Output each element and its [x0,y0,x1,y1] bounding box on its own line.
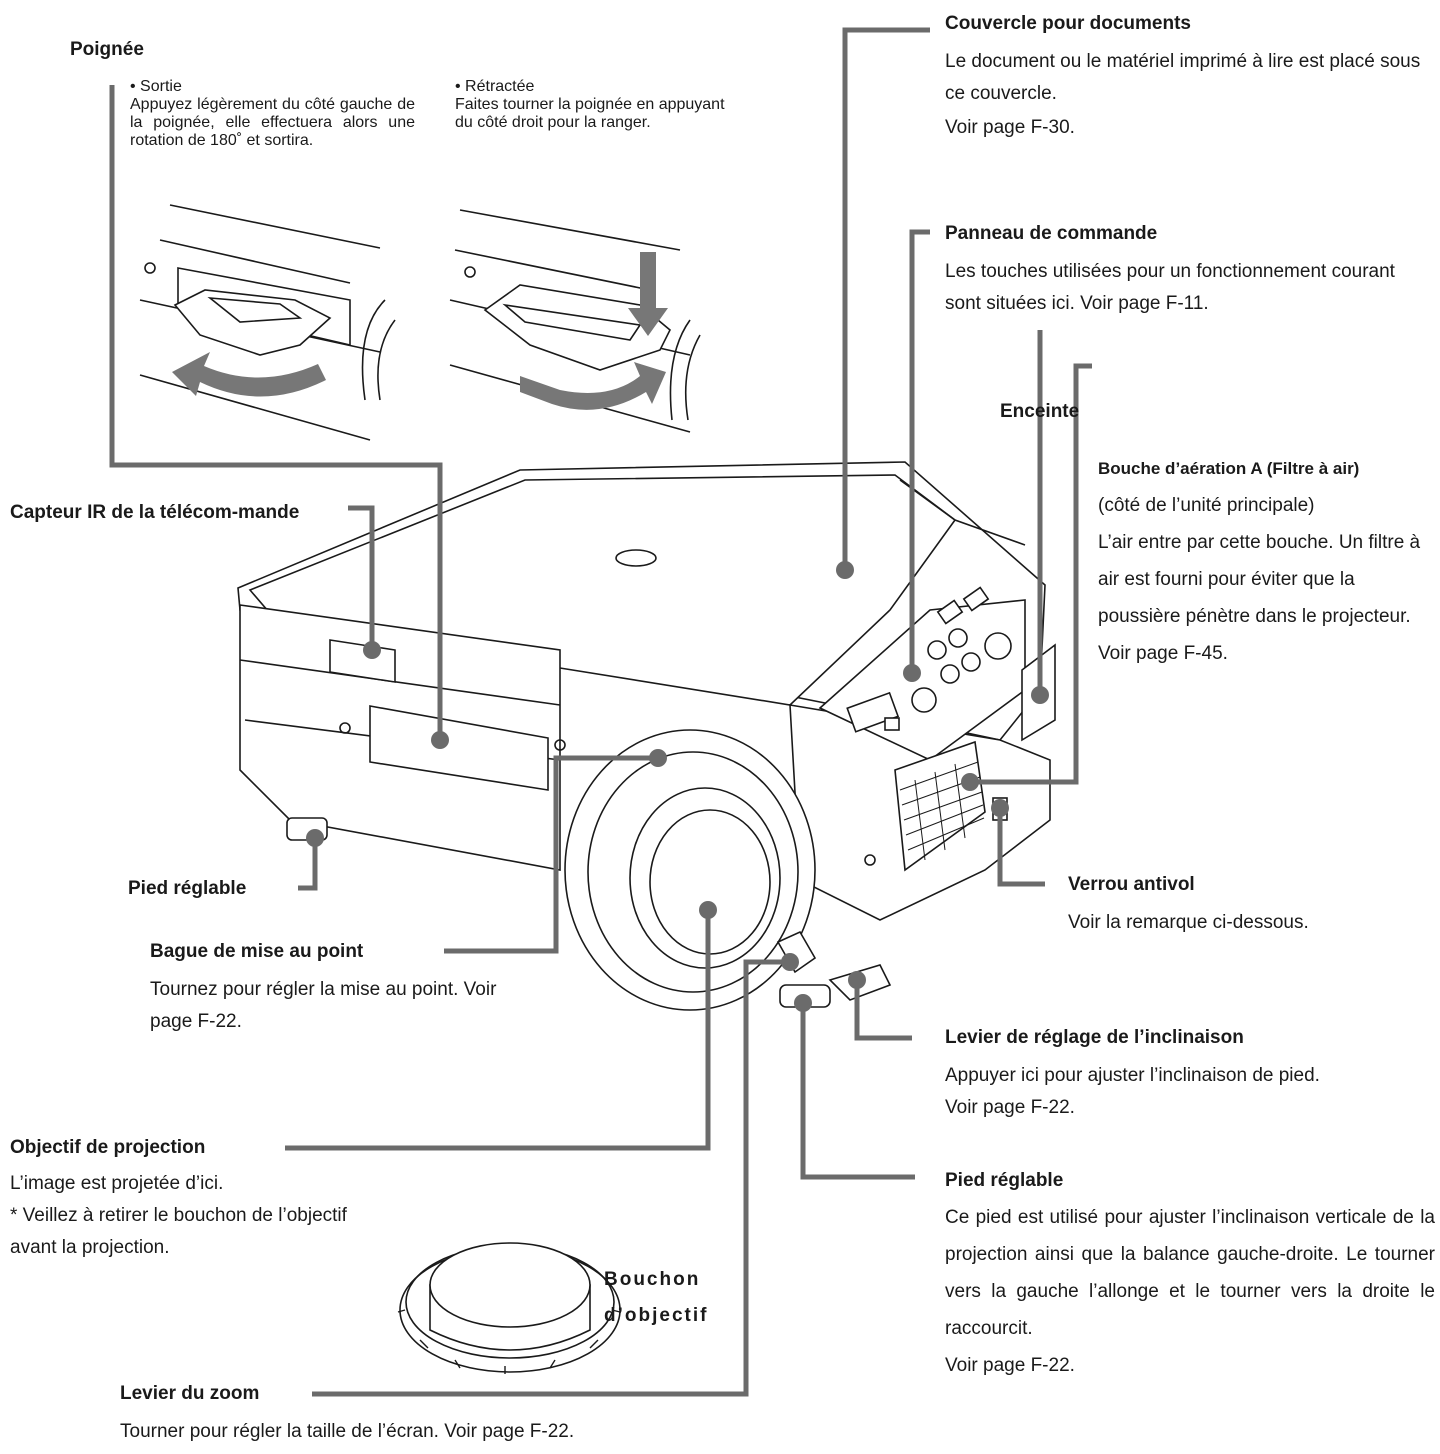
rotate-arrow-icon [172,352,326,397]
leader-lines [109,27,1092,1397]
label-panneau: Panneau de commande Les touches utilisée… [945,218,1435,320]
press-arrow-icon [628,252,668,336]
bouche-text: L’air entre par cette bouche. Un filtre … [1098,532,1421,627]
rotate-arrow-icon [520,362,666,410]
zoom-text: Tourner pour régler la taille de l’écran… [120,1421,575,1442]
pied-gauche-title: Pied réglable [128,878,247,899]
label-enceinte: Enceinte [1000,396,1079,428]
levier-inclinaison-title: Levier de réglage de l’inclinaison [945,1027,1244,1048]
pied-droit-ref: Voir page F-22. [945,1355,1075,1376]
verrou-text: Voir la remarque ci-dessous. [1068,912,1309,933]
label-bouchon: Bouchon d’objectif [604,1262,739,1334]
capteur-title: Capteur IR de la télécom-mande [10,502,300,523]
levier-inclinaison-text: Appuyer ici pour ajuster l’inclinaison d… [945,1065,1320,1086]
label-poignee-title: Poignée [70,39,144,60]
bouche-title: Bouche d’aération A (Filtre à air) [1098,459,1360,478]
pied-droit-text: Ce pied est utilisé pour ajuster l’incli… [945,1207,1435,1339]
panneau-text: Les touches utilisées pour un fonctionne… [945,261,1395,314]
label-couvercle: Couvercle pour documents Le document ou … [945,8,1425,144]
bouchon-title: Bouchon d’objectif [604,1269,709,1326]
couvercle-text: Le document ou le matériel imprimé à lir… [945,51,1421,104]
retractee-text: Faites tourner la poignée en appuyant du… [455,96,725,131]
label-verrou: Verrou antivol Voir la remarque ci-desso… [1068,869,1428,939]
bouche-ref: Voir page F-45. [1098,643,1228,664]
bouche-sub: (côté de l’unité principale) [1098,495,1315,516]
verrou-title: Verrou antivol [1068,874,1195,895]
lens-cap-illustration [397,1242,621,1374]
bague-title: Bague de mise au point [150,941,364,962]
label-poignee-retractee: • Rétractée Faites tourner la poignée en… [455,78,745,132]
enceinte-title: Enceinte [1000,401,1080,422]
couvercle-ref: Voir page F-30. [945,117,1075,138]
objectif-title: Objectif de projection [10,1137,206,1158]
couvercle-title: Couvercle pour documents [945,13,1191,34]
handle-inset-retractee [449,209,701,433]
label-objectif: Objectif de projection L’image est proje… [10,1132,355,1264]
label-poignee: Poignée [70,34,144,66]
label-zoom: Levier du zoom Tourner pour régler la ta… [120,1378,740,1448]
panneau-title: Panneau de commande [945,223,1158,244]
objectif-text: L’image est projetée d’ici. [10,1173,224,1194]
projector-body [237,461,1056,1011]
label-poignee-sortie: • Sortie Appuyez légèrement du côté gauc… [130,78,415,150]
handle-inset-sortie [139,204,396,441]
bague-text: Tournez pour régler la mise au point. Vo… [150,979,497,1032]
sortie-title: • Sortie [130,78,182,95]
objectif-note: * Veillez à retirer le bouchon de l’obje… [10,1205,347,1258]
pied-droit-title: Pied réglable [945,1170,1064,1191]
label-levier-inclinaison: Levier de réglage de l’inclinaison Appuy… [945,1022,1435,1124]
sortie-text: Appuyez légèrement du côté gauche de la … [130,96,415,149]
label-capteur: Capteur IR de la télécom-mande [10,495,340,531]
retractee-title: • Rétractée [455,78,535,95]
label-bague: Bague de mise au point Tournez pour régl… [150,936,520,1038]
label-bouche: Bouche d’aération A (Filtre à air) (côté… [1098,450,1436,672]
label-pied-gauche: Pied réglable [128,873,246,905]
label-pied-droit: Pied réglable Ce pied est utilisé pour a… [945,1162,1435,1384]
levier-inclinaison-ref: Voir page F-22. [945,1097,1075,1118]
zoom-title: Levier du zoom [120,1383,260,1404]
